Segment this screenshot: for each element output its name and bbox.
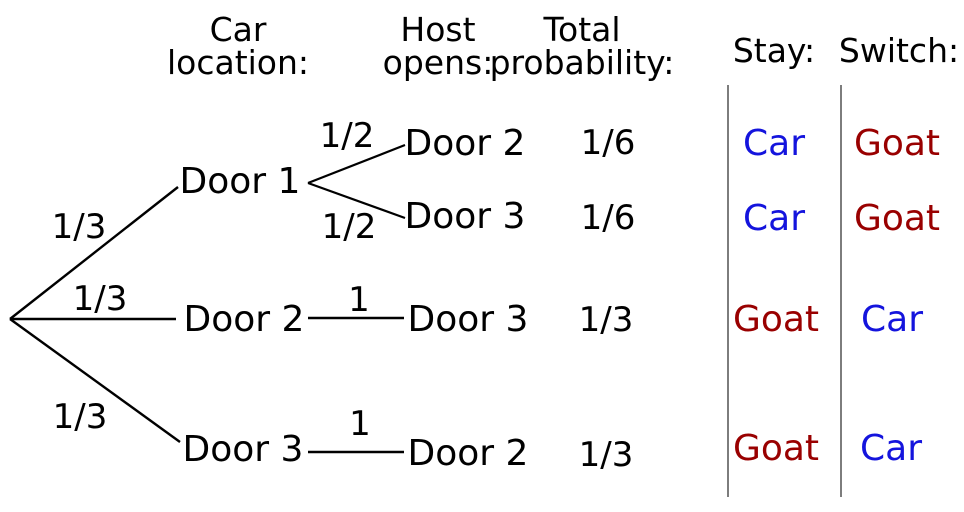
branch-prob-host-row1: 1/2 <box>319 116 375 156</box>
header-stay: Stay: <box>732 31 816 70</box>
total-prob-row3: 1/3 <box>578 300 634 340</box>
switch-outcome-row4: Car <box>860 428 922 469</box>
total-prob-row2: 1/6 <box>580 198 636 238</box>
stay-outcome-row1: Car <box>743 123 805 164</box>
node-car-door3: Door 3 <box>182 429 304 470</box>
branch-prob-root-door2: 1/3 <box>72 279 128 319</box>
stay-outcome-row3: Goat <box>732 299 820 340</box>
header-total-probability-line1: Total <box>543 10 621 49</box>
header-car-location-line2: location: <box>166 43 310 82</box>
total-prob-row4: 1/3 <box>578 435 634 475</box>
header-host-opens: Host opens: <box>383 13 494 79</box>
switch-outcome-row3: Car <box>861 299 923 340</box>
header-host-opens-line2: opens: <box>382 43 494 82</box>
switch-outcome-row1: Goat <box>853 123 941 164</box>
node-car-door2: Door 2 <box>183 299 305 340</box>
stay-outcome-row4: Goat <box>732 428 820 469</box>
branch-prob-root-door1: 1/3 <box>51 207 107 247</box>
header-total-probability-line2: probability: <box>489 43 675 82</box>
switch-outcome-row2: Goat <box>853 198 941 239</box>
stay-outcome-row2: Car <box>743 198 805 239</box>
node-car-door1: Door 1 <box>179 161 301 202</box>
total-prob-row1: 1/6 <box>580 123 636 163</box>
node-host-row1: Door 2 <box>404 123 526 164</box>
header-switch: Switch: <box>838 31 960 70</box>
branch-prob-root-door3: 1/3 <box>52 397 108 437</box>
edge-door1-to-host-door3 <box>307 181 406 220</box>
header-car-location-line1: Car <box>209 10 267 49</box>
node-host-row3: Door 3 <box>407 299 529 340</box>
header-total-probability: Total probability: <box>490 13 675 79</box>
node-host-row4: Door 2 <box>407 433 529 474</box>
header-host-opens-line1: Host <box>400 10 476 49</box>
edge-door1-to-host-door2 <box>307 143 406 185</box>
branch-prob-host-row4: 1 <box>349 404 371 444</box>
branch-prob-host-row2: 1/2 <box>321 207 377 247</box>
node-host-row2: Door 3 <box>404 196 526 237</box>
edge-root-to-door3 <box>9 318 181 443</box>
edge-root-to-door1 <box>9 186 179 320</box>
header-car-location: Car location: <box>167 13 309 79</box>
branch-prob-host-row3: 1 <box>348 280 370 320</box>
